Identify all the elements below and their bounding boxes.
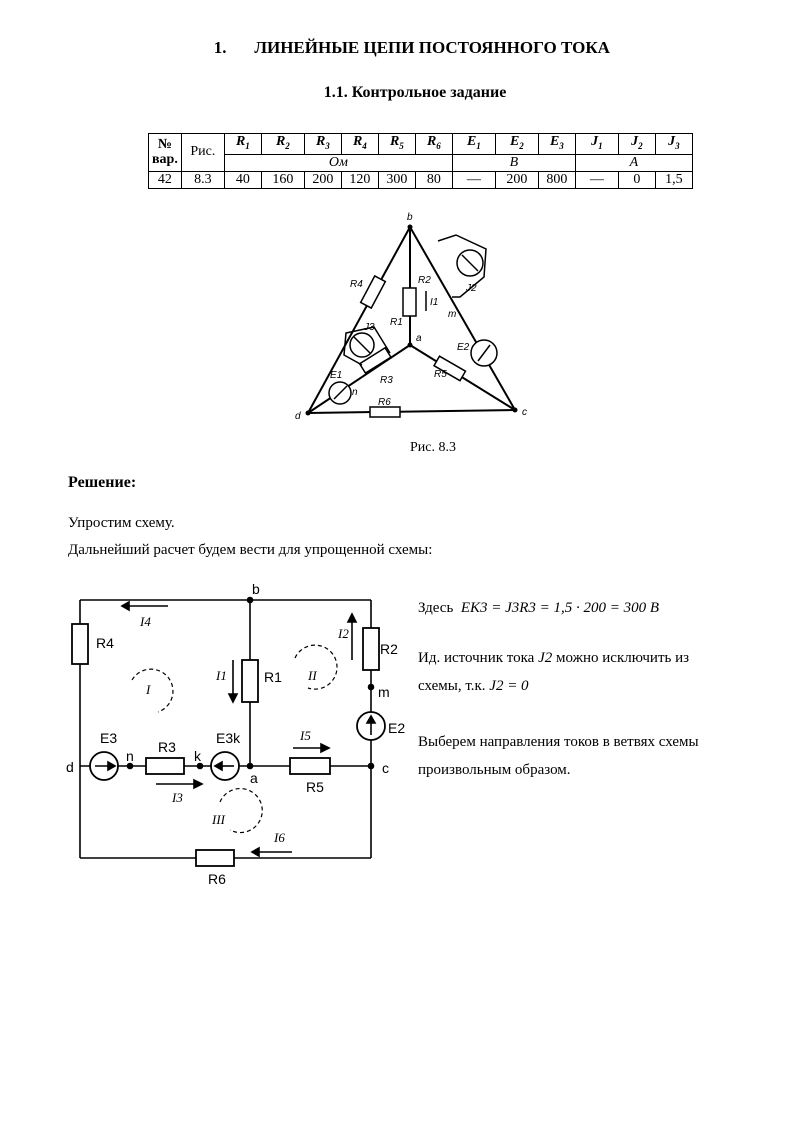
i6-label: I6: [273, 830, 285, 845]
loop-2-label: II: [307, 668, 317, 683]
chapter-title: ЛИНЕЙНЫЕ ЦЕПИ ПОСТОЯННОГО ТОКА: [254, 38, 610, 57]
r3-resistor: [145, 757, 185, 775]
i2-label: I2: [337, 626, 349, 641]
node-d-label: d: [295, 411, 301, 422]
col-figure-header: Рис.: [180, 133, 225, 172]
r3-label: R3: [158, 739, 176, 755]
note-source-equivalent: Здесь EK3 = J3R3 = 1,5 · 200 = 300 В: [418, 600, 660, 616]
r5-label: R5: [306, 779, 324, 795]
j3-label: J3: [363, 322, 375, 333]
equivalent-emf-formula: EK3 = J3R3 = 1,5 · 200 = 300 В: [460, 600, 660, 616]
header-r4: R4: [340, 133, 379, 155]
node-d-label: d: [66, 759, 74, 775]
r2-label: R2: [380, 641, 398, 657]
header-e2: E2: [494, 133, 539, 155]
unit-amp: А: [574, 153, 693, 172]
e2-label: E2: [457, 342, 470, 353]
r6-resistor: [369, 406, 401, 418]
figure-caption: Рис. 8.3: [410, 440, 456, 455]
r5-label: R5: [434, 369, 447, 380]
header-e3: E3: [537, 133, 576, 155]
r4-resistor: [71, 623, 89, 665]
r5-resistor: [432, 355, 467, 382]
e1-label: E1: [330, 370, 342, 381]
i1-label: I1: [430, 297, 438, 308]
r4-label: R4: [350, 279, 363, 290]
node-n-label: n: [126, 748, 134, 764]
node-a-label: a: [416, 333, 422, 344]
loop-1-label: I: [145, 682, 151, 697]
header-r3: R3: [303, 133, 342, 155]
node-b-label: b: [252, 581, 260, 597]
table-row: 42 8.3 40 160 200 120 300 80 — 200 800 —…: [148, 170, 693, 189]
node-k-label: k: [194, 748, 202, 764]
i4-label: I4: [139, 614, 151, 629]
r6-label: R6: [378, 397, 391, 408]
header-r6: R6: [414, 133, 453, 155]
r3-resistor: [358, 346, 392, 375]
note-current-source-line1: Ид. источник тока J2 можно исключить из: [418, 650, 690, 666]
r5-resistor: [289, 757, 331, 775]
solution-paragraph-2: Дальнейший расчет будем вести для упроще…: [68, 542, 433, 558]
node-c-label: c: [382, 760, 389, 776]
r3-label: R3: [380, 375, 393, 386]
solution-heading: Решение:: [68, 474, 137, 491]
header-r5: R5: [377, 133, 416, 155]
i3-label: I3: [171, 790, 183, 805]
solution-paragraph-1: Упростим схему.: [68, 515, 175, 531]
note-current-directions-line1: Выберем направления токов в ветвях схемы: [418, 734, 699, 750]
header-r2: R2: [260, 133, 305, 155]
e3-label: E3: [100, 730, 117, 746]
r1-label: R1: [264, 669, 282, 685]
section-subtitle: 1.1. Контрольное задание: [323, 84, 507, 101]
r6-label: R6: [208, 871, 226, 887]
r1-label: R1: [390, 317, 403, 328]
i5-label: I5: [299, 728, 311, 743]
r1-resistor: [241, 659, 259, 703]
node-a-label: a: [250, 770, 258, 786]
e2-label: E2: [388, 720, 405, 736]
r4-label: R4: [96, 635, 114, 651]
header-j3: J3: [654, 133, 693, 155]
unit-volt: В: [451, 153, 576, 172]
r2-resistor: [362, 627, 380, 671]
r6-resistor: [195, 849, 235, 867]
r2-label: R2: [418, 275, 431, 286]
note-current-directions-line2: произвольным образом.: [418, 762, 571, 778]
header-j2: J2: [617, 133, 656, 155]
header-j1: J1: [574, 133, 619, 155]
loop-3-label: III: [211, 812, 226, 827]
header-e1: E1: [451, 133, 496, 155]
chapter-number: 1.: [213, 38, 227, 57]
note-current-source-line2: схемы, т.к. J2 = 0: [418, 678, 529, 694]
node-m-label: m: [448, 309, 456, 320]
circuit-figure-simplified: b a c d m n k R4 R1 R2 R3 R5 R6 E3 E3k E…: [66, 581, 405, 887]
j2-label: J2: [465, 283, 477, 294]
r1-resistor: [402, 287, 417, 317]
node-c-label: c: [522, 407, 527, 418]
header-r1: R1: [223, 133, 262, 155]
r4-resistor: [359, 274, 387, 310]
e3k-label: E3k: [216, 730, 241, 746]
node-n-label: n: [352, 387, 358, 398]
node-m-label: m: [378, 684, 390, 700]
chapter-heading: 1. ЛИНЕЙНЫЕ ЦЕПИ ПОСТОЯННОГО ТОКА: [0, 38, 800, 58]
i1-label: I1: [215, 668, 227, 683]
circuit-figure-original: b a c d m n R1 R2 R3 R4 R5 R6 E1 E2 J2 J…: [295, 212, 527, 422]
node-b-label: b: [407, 212, 413, 223]
unit-ohm: Ом: [223, 153, 453, 172]
